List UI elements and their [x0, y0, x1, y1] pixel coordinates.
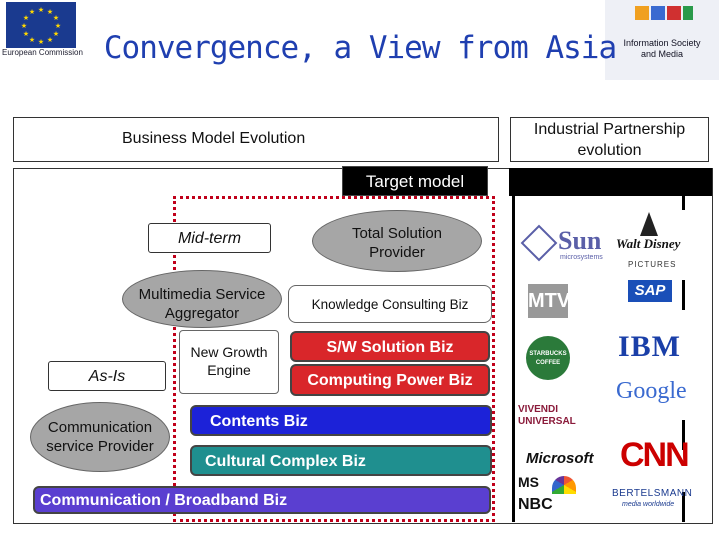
node-line: New Growth — [190, 344, 268, 360]
svg-text:★: ★ — [23, 30, 29, 38]
european-commission-caption: European Commission — [2, 48, 83, 57]
caption-line: Information Society — [623, 38, 701, 48]
ibm-logo: IBM — [618, 330, 681, 363]
svg-text:★: ★ — [47, 8, 53, 16]
mid-term-label: Mid-term — [148, 223, 271, 253]
google-logo: Google — [616, 378, 687, 404]
target-zone-border — [173, 196, 495, 522]
target-bar — [509, 168, 712, 196]
business-model-evolution-box: Business Model Evolution — [13, 117, 499, 162]
sap-logo: SAP — [628, 280, 672, 302]
as-is-label: As-Is — [48, 361, 166, 391]
node-line: service Provider — [46, 438, 154, 455]
partner-panel-right-line — [682, 196, 685, 210]
bertelsmann-logo: BERTELSMANN — [612, 488, 693, 499]
node-line: Communication — [47, 419, 153, 436]
svg-text:★: ★ — [23, 14, 29, 22]
msnbc-ms-text: MS — [518, 474, 539, 490]
vivendi-line: VIVENDI — [518, 404, 559, 415]
total-solution-provider-node: Total Solution Provider — [312, 210, 482, 272]
svg-text:★: ★ — [53, 30, 59, 38]
svg-text:★: ★ — [38, 6, 44, 14]
node-line: Multimedia Service — [138, 286, 266, 303]
disney-logo-sub: PICTURES — [628, 260, 677, 269]
cultural-complex-biz: Cultural Complex Biz — [190, 445, 492, 476]
svg-text:★: ★ — [29, 36, 35, 44]
multimedia-service-aggregator-node: Multimedia Service Aggregator — [122, 270, 282, 328]
vivendi-line: UNIVERSAL — [518, 416, 576, 427]
information-society-logo — [605, 0, 719, 80]
cnn-logo: CNN — [620, 436, 690, 474]
bertelsmann-sub: media worldwide — [622, 501, 675, 508]
contents-biz: Contents Biz — [190, 405, 492, 436]
node-line: Aggregator — [164, 305, 240, 322]
partner-panel-right-line — [682, 280, 685, 310]
computing-power-biz: Computing Power Biz — [290, 364, 490, 396]
vivendi-logo: VIVENDI UNIVERSAL — [518, 404, 576, 428]
svg-text:★: ★ — [55, 22, 61, 30]
svg-text:★: ★ — [21, 22, 27, 30]
partner-panel-right-line — [682, 492, 685, 522]
sw-solution-biz: S/W Solution Biz — [290, 331, 490, 362]
disney-logo-text: Walt Disney — [616, 236, 681, 251]
disney-castle-icon — [640, 212, 658, 236]
svg-text:★: ★ — [38, 38, 44, 46]
communication-service-provider-node: Communication service Provider — [30, 402, 170, 472]
partner-logos-panel: Sun microsystems Walt Disney PICTURES MT… — [512, 196, 708, 522]
sun-icon — [520, 224, 558, 262]
target-model-label: Target model — [342, 166, 488, 196]
industrial-partnership-line: Industrial Partnership — [533, 121, 686, 138]
svg-text:★: ★ — [29, 8, 35, 16]
node-line: Total Solution — [351, 225, 443, 242]
microsoft-logo: Microsoft — [526, 450, 594, 467]
partner-panel-left-line — [512, 196, 515, 522]
sun-logo-sub: microsystems — [560, 254, 603, 261]
nbc-peacock-icon — [552, 476, 576, 494]
sun-logo-text: Sun — [558, 226, 602, 255]
node-line: Engine — [207, 362, 251, 378]
svg-text:★: ★ — [53, 14, 59, 22]
communication-broadband-biz: Communication / Broadband Biz — [33, 486, 491, 514]
new-growth-engine-label: New Growth Engine — [179, 330, 279, 394]
mtv-logo: MTV — [528, 284, 570, 318]
caption-line: and Media — [640, 49, 684, 59]
partner-panel-right-line — [682, 420, 685, 450]
msnbc-nbc-text: NBC — [518, 496, 553, 513]
industrial-partnership-box: Industrial Partnership evolution — [510, 117, 709, 162]
knowledge-consulting-biz: Knowledge Consulting Biz — [288, 285, 492, 323]
svg-text:★: ★ — [47, 36, 53, 44]
starbucks-logo: STARBUCKS COFFEE — [526, 336, 570, 380]
slide-title: Convergence, a View from Asia — [103, 30, 617, 66]
european-commission-logo: ★★★ ★★★ ★★★ ★★★ — [6, 2, 76, 48]
industrial-partnership-line: evolution — [577, 142, 642, 159]
information-society-caption: Information Society and Media — [605, 38, 719, 60]
business-model-evolution-title: Business Model Evolution — [122, 130, 306, 147]
node-line: Provider — [369, 244, 425, 261]
